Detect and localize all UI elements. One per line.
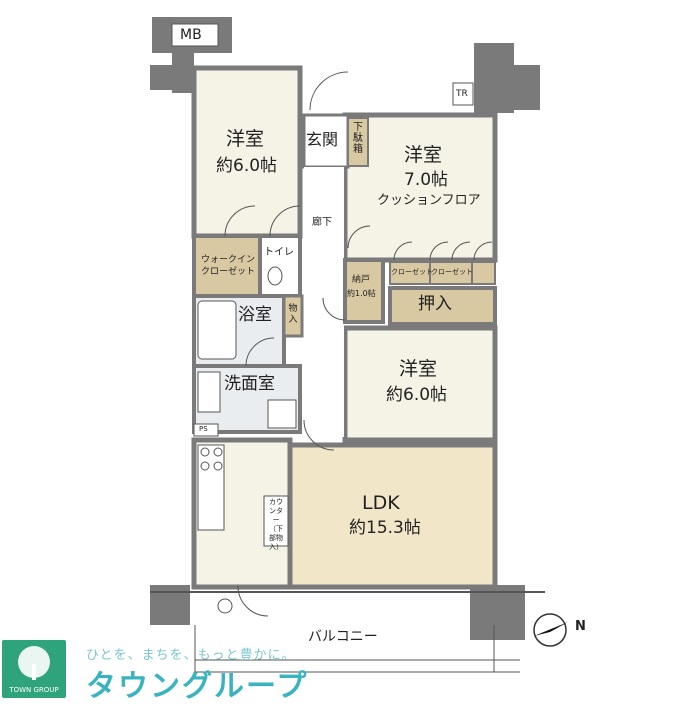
room-ldk [287,442,498,590]
room-western-nw [191,65,303,239]
bathtub [197,300,237,360]
door-swings [224,71,493,617]
room-size-closet-storage: 約1.0帖 [347,289,376,298]
stove-icon [200,447,223,471]
ps-box [193,423,219,437]
room-size-western-nw: 約6.0帖 [216,156,278,176]
room-label-oshiire: 押入 [418,294,452,314]
room-size-ldk: 約15.3帖 [349,518,421,538]
room-size-western-ne: 7.0帖 [404,170,449,190]
washer-pan [267,399,297,429]
room-western-e [342,325,498,443]
shoe-box-area [347,117,369,167]
room-label-balcony: バルコニー [308,629,378,645]
room-label-closet-2: クローゼット [431,268,473,276]
room-label-western-nw: 洋室 [226,128,265,150]
tree-icon [18,646,50,680]
room-label-counter: カウンター （下部物入） [269,498,283,551]
room-label-ldk: LDK [362,492,400,514]
room-label-storage: 物入 [288,304,298,325]
washbasin [197,371,221,413]
room-label-bath: 浴室 [238,305,272,325]
tr-box [452,82,474,106]
brand-tagline: ひとを、まちを、もっと豊かに。 [86,648,296,663]
brand-logo-badge: TOWN GROUP [2,640,66,698]
balcony-structure [150,591,545,673]
room-label-washroom: 洗面室 [224,374,275,394]
compass-icon [533,613,568,647]
room-label-western-e: 洋室 [399,358,438,380]
room-label-toilet: トイレ [264,247,294,258]
brand-logo-badge-text: TOWN GROUP [9,686,59,694]
oshiire-area [388,286,497,326]
tag-ps: PS [199,425,208,433]
room-label-western-ne: 洋室 [404,144,443,166]
room-label-entrance: 玄関 [306,130,339,149]
room-size-western-e: 約6.0帖 [386,385,448,405]
counter-area [263,495,289,547]
room-label-corridor: 廊下 [312,217,332,228]
closet-3-area [471,261,496,285]
tag-tr: TR [456,89,468,99]
room-label-wic: ウォークイン クローゼット [200,255,255,277]
corridor-area [304,167,344,437]
closet-storage-area [343,258,385,324]
mb-box [171,23,219,47]
tag-mb: MB [180,27,202,43]
room-note-western-ne: クッションフロア [377,193,481,208]
room-label-closet-storage: 納戸 [352,275,371,285]
compass-label: N [575,619,586,634]
room-western-ne [342,112,498,263]
room-label-closet-1: クローゼット [391,268,433,276]
brand-name: タウングループ [86,669,309,704]
storage-area [282,294,304,338]
toilet-area [258,234,302,298]
room-label-shoe-box: 下駄箱 [353,122,363,155]
kitchen-counter [197,444,225,531]
toilet-bowl-icon [267,266,283,286]
